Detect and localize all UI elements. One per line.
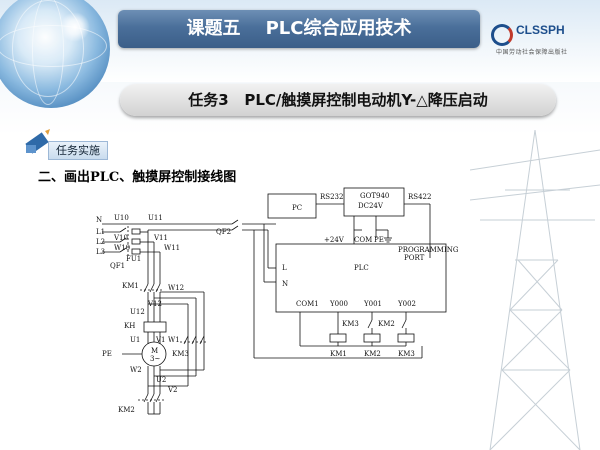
v10-label: V10 — [113, 234, 128, 242]
v12-label: V12 — [147, 300, 162, 308]
rs232-label: RS232 — [320, 193, 343, 201]
km2-contact-label: KM2 — [378, 320, 395, 328]
coil-km3 — [397, 333, 415, 343]
pc-box — [267, 193, 317, 219]
qf2-label: QF2 — [216, 228, 231, 236]
v11-label: V11 — [153, 234, 168, 242]
got-dc-label: DC24V — [358, 202, 384, 210]
port-label: PORT — [404, 254, 425, 262]
y001-label: Y001 — [363, 300, 382, 308]
qf1-label: QF1 — [110, 262, 125, 270]
pe-top-label: PE — [374, 236, 384, 244]
v2-label: V2 — [167, 386, 178, 394]
globe-graphic — [0, 0, 110, 108]
w2-label: W2 — [130, 366, 142, 374]
w11-label: W11 — [164, 244, 180, 252]
plus24v-label: +24V — [324, 236, 345, 244]
km2-label: KM2 — [118, 406, 135, 414]
w12-label: W12 — [168, 284, 184, 292]
km2-coil-label: KM2 — [364, 350, 381, 358]
u2-label: U2 — [156, 376, 166, 384]
coil-km1 — [329, 333, 347, 343]
km1-label: KM1 — [122, 282, 139, 290]
w10-label: W10 — [114, 244, 130, 252]
pencil-bullet-icon — [25, 129, 50, 154]
got-box — [343, 187, 405, 217]
w1-label: W1 — [168, 336, 180, 344]
wiring-diagram: PC RS232 GOT940 DC24V RS422 +24V COM PE … — [96, 187, 459, 415]
pc-label: PC — [292, 204, 302, 212]
l3-label: L3 — [96, 248, 105, 256]
km3-contact-label: KM3 — [342, 320, 359, 328]
lens-flare-graphic — [60, 12, 90, 42]
v1-label: V1 — [155, 336, 166, 344]
u1-label: U1 — [130, 336, 140, 344]
section-tag: 任务实施 — [48, 141, 108, 160]
programming-label: PROGRAMMING — [398, 246, 459, 254]
y000-label: Y000 — [329, 300, 348, 308]
u10-label: U10 — [114, 214, 129, 222]
plc-label: PLC — [354, 264, 369, 272]
course-title-band: 课题五 PLC综合应用技术 — [118, 10, 480, 48]
plc-l-label: L — [282, 264, 287, 272]
coil-km2 — [363, 333, 381, 343]
l1-label: L1 — [96, 228, 105, 236]
publisher-logo-text: CLSSPH — [516, 23, 565, 37]
kh-label: KH — [124, 322, 135, 330]
publisher-logo-subtitle: 中国劳动社会保障出版社 — [496, 49, 568, 56]
motor-m-label: M — [151, 347, 158, 355]
plc-n-label: N — [282, 280, 288, 288]
u11-label: U11 — [148, 214, 163, 222]
task-band: 任务3 PLC/触摸屏控制电动机Y-△降压启动 — [120, 84, 556, 116]
com-label: COM — [354, 236, 372, 244]
plc-box — [275, 243, 447, 313]
fu1-label: FU1 — [126, 255, 141, 263]
task-title: 任务3 PLC/触摸屏控制电动机Y-△降压启动 — [188, 91, 488, 109]
km1-coil-label: KM1 — [330, 350, 347, 358]
y002-label: Y002 — [397, 300, 416, 308]
n-label: N — [96, 216, 102, 224]
com1-label: COM1 — [296, 300, 319, 308]
course-title: 课题五 PLC综合应用技术 — [186, 18, 412, 39]
u12-label: U12 — [130, 308, 145, 316]
got-label: GOT940 — [360, 192, 389, 200]
km3-coil-label: KM3 — [398, 350, 415, 358]
rs422-label: RS422 — [408, 193, 431, 201]
publisher-logo-icon — [491, 24, 513, 46]
km3-label: KM3 — [172, 350, 189, 358]
l2-label: L2 — [96, 238, 105, 246]
pe-label: PE — [102, 350, 112, 358]
power-tower-graphic — [470, 130, 600, 450]
motor-phase-label: 3~ — [150, 355, 160, 363]
section-heading: 二、画出PLC、触摸屏控制接线图 — [38, 170, 237, 185]
